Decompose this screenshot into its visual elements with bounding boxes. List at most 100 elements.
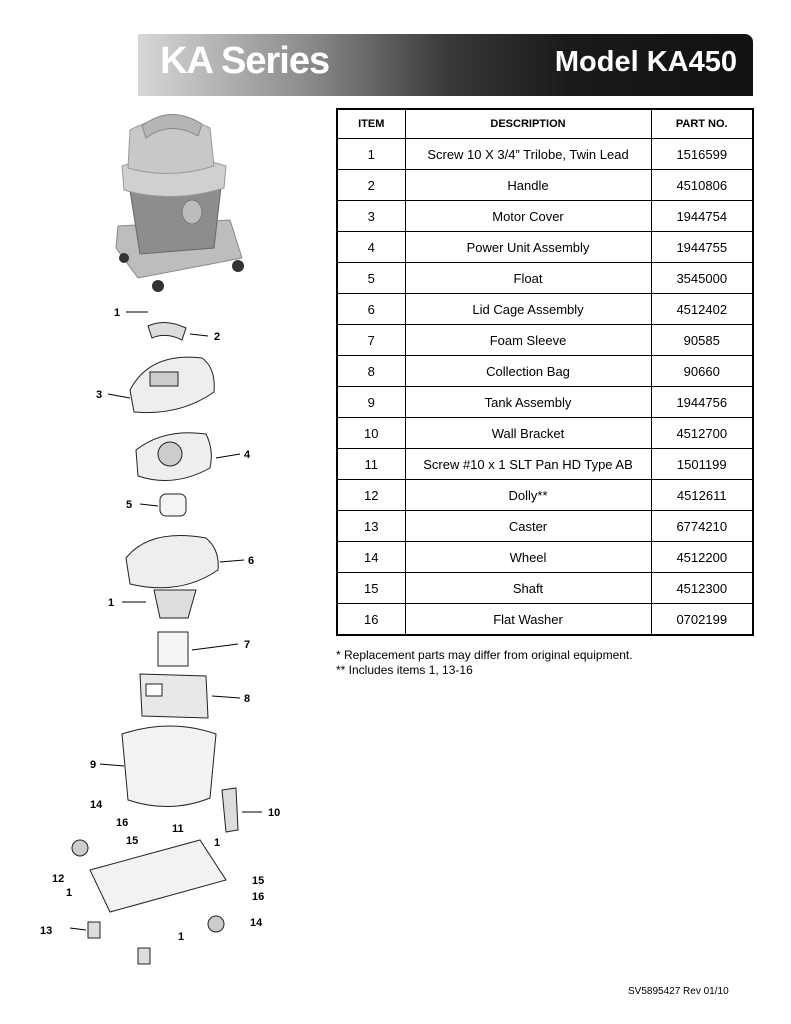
cell-description: Handle [404,169,652,201]
callout-12: 12 [52,873,64,885]
cell-part-no: 4512611 [650,479,754,511]
callout-13: 13 [40,925,52,937]
footnote-includes: ** Includes items 1, 13-16 [336,663,473,677]
callout-7: 7 [244,639,250,651]
cell-description: Screw 10 X 3/4” Trilobe, Twin Lead [404,138,652,170]
cell-item: 2 [336,169,406,201]
cell-part-no: 3545000 [650,262,754,294]
cell-part-no: 4512300 [650,572,754,604]
cell-description: Shaft [404,572,652,604]
cell-part-no: 4512200 [650,541,754,573]
cell-item: 15 [336,572,406,604]
cell-item: 1 [336,138,406,170]
callout-1c: 1 [214,837,220,849]
cell-item: 3 [336,200,406,232]
cell-part-no: 90660 [650,355,754,387]
callout-1: 1 [114,307,120,319]
document-code: SV5895427 Rev 01/10 [628,986,729,997]
cell-item: 7 [336,324,406,356]
cell-item: 16 [336,603,406,636]
callout-15b: 15 [252,875,264,887]
callout-5: 5 [126,499,132,511]
series-title: KA Series [160,40,330,82]
product-photo [115,114,244,292]
cell-item: 12 [336,479,406,511]
cell-item: 14 [336,541,406,573]
cell-part-no: 1944754 [650,200,754,232]
callout-3: 3 [96,389,102,401]
callout-16: 16 [116,817,128,829]
model-title: Model KA450 [554,46,737,78]
cell-part-no: 0702199 [650,603,754,636]
cell-description: Screw #10 x 1 SLT Pan HD Type AB [404,448,652,480]
column-header-item: ITEM [336,108,406,139]
cell-description: Collection Bag [404,355,652,387]
callout-15: 15 [126,835,138,847]
column-header-part-no: PART NO. [650,108,754,139]
footnote-replacement: * Replacement parts may differ from orig… [336,648,633,662]
callout-1d: 1 [66,887,72,899]
cell-description: Wall Bracket [404,417,652,449]
cell-part-no: 4512402 [650,293,754,325]
cell-item: 8 [336,355,406,387]
cell-description: Dolly** [404,479,652,511]
callout-1e: 1 [178,931,184,943]
callout-1b: 1 [108,597,114,609]
cell-description: Float [404,262,652,294]
cell-part-no: 1501199 [650,448,754,480]
callout-8: 8 [244,693,250,705]
cell-description: Flat Washer [404,603,652,636]
cell-description: Foam Sleeve [404,324,652,356]
callout-9: 9 [90,759,96,771]
cell-item: 5 [336,262,406,294]
cell-item: 9 [336,386,406,418]
cell-part-no: 1944756 [650,386,754,418]
cell-item: 10 [336,417,406,449]
cell-description: Motor Cover [404,200,652,232]
cell-part-no: 90585 [650,324,754,356]
callout-16b: 16 [252,891,264,903]
cell-description: Caster [404,510,652,542]
cell-part-no: 4512700 [650,417,754,449]
exploded-parts-diagram: 1 2 3 4 5 6 1 7 8 9 14 16 15 11 10 1 12 … [40,307,280,965]
callout-11: 11 [172,823,184,835]
callout-14: 14 [90,799,103,811]
cell-part-no: 6774210 [650,510,754,542]
cell-item: 13 [336,510,406,542]
header-banner: KA Series Model KA450 [138,34,753,96]
cell-item: 11 [336,448,406,480]
callout-4: 4 [244,449,251,461]
cell-description: Lid Cage Assembly [404,293,652,325]
table-header-row: ITEM DESCRIPTION PART NO. [336,108,754,139]
callout-6: 6 [248,555,254,567]
cell-description: Power Unit Assembly [404,231,652,263]
cell-part-no: 4510806 [650,169,754,201]
cell-description: Tank Assembly [404,386,652,418]
cell-part-no: 1516599 [650,138,754,170]
cell-part-no: 1944755 [650,231,754,263]
cell-item: 6 [336,293,406,325]
footnotes: * Replacement parts may differ from orig… [336,648,633,678]
callout-2: 2 [214,331,220,343]
column-header-description: DESCRIPTION [404,108,652,139]
callout-10: 10 [268,807,280,819]
callout-14b: 14 [250,917,263,929]
cell-description: Wheel [404,541,652,573]
